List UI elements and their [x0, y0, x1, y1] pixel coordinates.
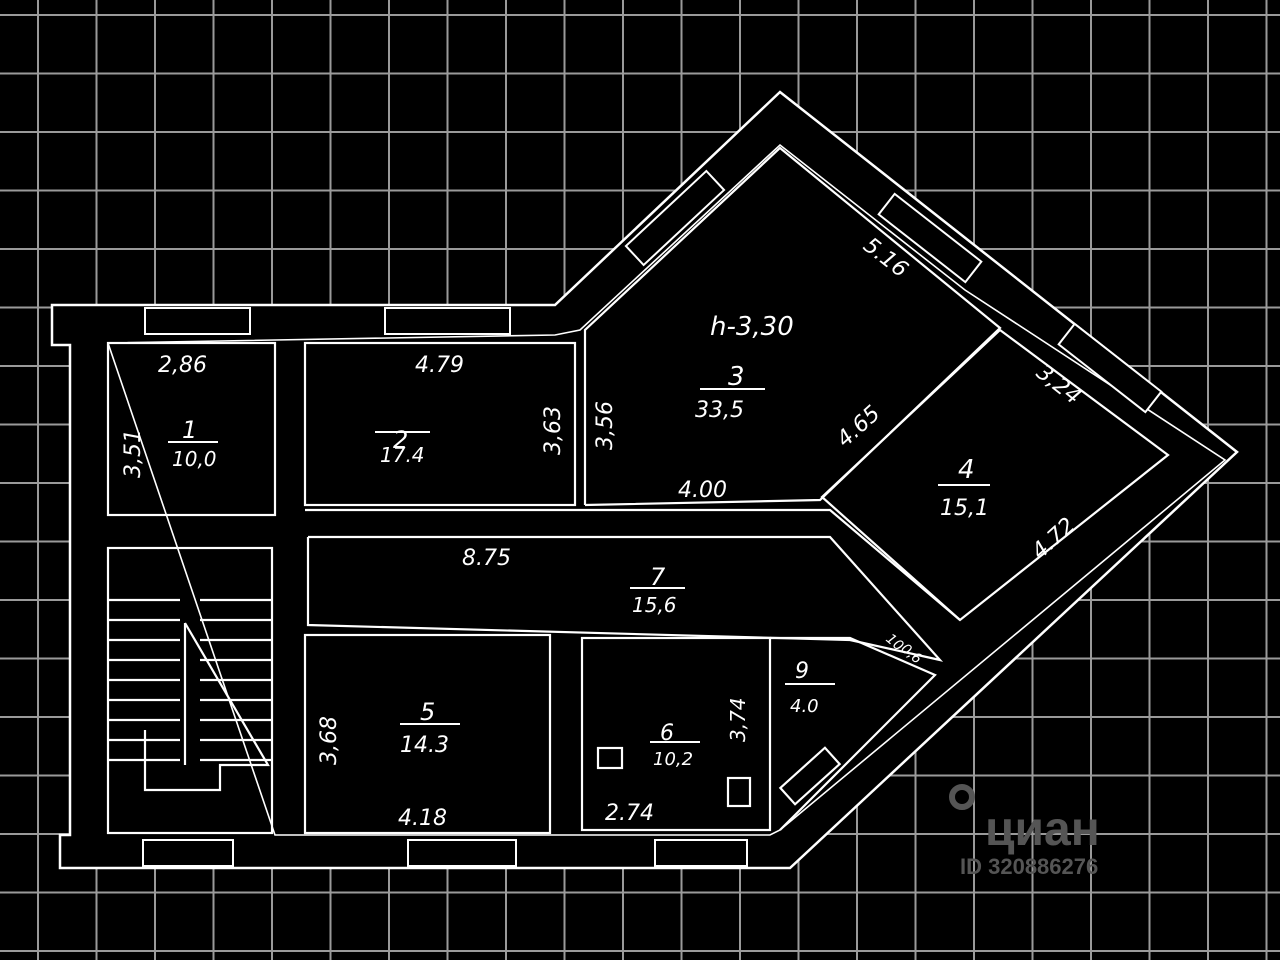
sink-symbol [596, 746, 624, 770]
corridor-outline [305, 508, 961, 621]
room-3-left-dim: 3,56 [593, 401, 618, 450]
room-4-outline [820, 328, 1170, 622]
room-1-width: 2,86 [158, 353, 207, 378]
room-4-number: 4 [958, 455, 975, 485]
outer-wall [50, 90, 1239, 870]
room-6-height: 3,74 [726, 697, 750, 742]
room-2-width: 4.79 [415, 353, 464, 378]
watermark-id: ID 320886276 [960, 854, 1098, 879]
watermark-brand: циан [985, 803, 1100, 856]
bathtub-symbol [778, 746, 842, 806]
window [654, 839, 748, 867]
room-2-outline [303, 341, 577, 507]
room-3-area: 33,5 [695, 398, 744, 423]
room-1-area: 10,0 [172, 447, 217, 471]
room-6-area: 10,2 [653, 749, 693, 770]
stair-steps [108, 598, 272, 762]
room-4-area: 15,1 [940, 496, 989, 521]
toilet-symbol [726, 776, 752, 808]
staircase-outline [106, 546, 274, 835]
corridor-7-outline [306, 535, 944, 662]
stair-arrow [143, 622, 270, 792]
corridor-length: 8.75 [462, 546, 511, 571]
window [384, 307, 511, 335]
window [877, 192, 983, 284]
room-5-width: 4.18 [398, 806, 447, 831]
window [624, 169, 726, 267]
room-1-height: 3,51 [121, 429, 146, 478]
location-pin-icon [949, 784, 975, 810]
walls [50, 90, 1239, 870]
interior-walls [106, 146, 1170, 835]
room-6-width: 2.74 [605, 801, 654, 826]
windows [142, 169, 1163, 867]
inner-outline [106, 143, 1227, 836]
room-1-outline [106, 341, 277, 517]
room-7-area: 15,6 [632, 593, 677, 617]
watermark: циан ID 320886276 [949, 784, 1100, 879]
window [144, 307, 251, 335]
room-9-area: 4.0 [790, 696, 819, 717]
room-5-height: 3,68 [317, 716, 342, 765]
room-2-height: 3,63 [541, 406, 566, 455]
window [1057, 322, 1163, 414]
room-7-number: 7 [650, 563, 666, 591]
window [407, 839, 517, 867]
room-5-area: 14.3 [400, 733, 449, 758]
room-3-number: 3 [728, 362, 745, 392]
room-6-outline [580, 636, 772, 832]
room-3-bottom-dim: 4.00 [678, 478, 727, 503]
room-9-number: 9 [795, 659, 809, 684]
room-1-number: 1 [182, 416, 197, 444]
room-2-area: 17.4 [380, 443, 425, 467]
room-5-outline [303, 633, 552, 835]
window [142, 839, 234, 867]
room-6-number: 6 [660, 721, 674, 746]
room-9-outline [770, 636, 937, 831]
ceiling-height: h-3,30 [710, 312, 794, 342]
room-5-number: 5 [420, 698, 435, 726]
room-3-outline [583, 146, 1002, 507]
